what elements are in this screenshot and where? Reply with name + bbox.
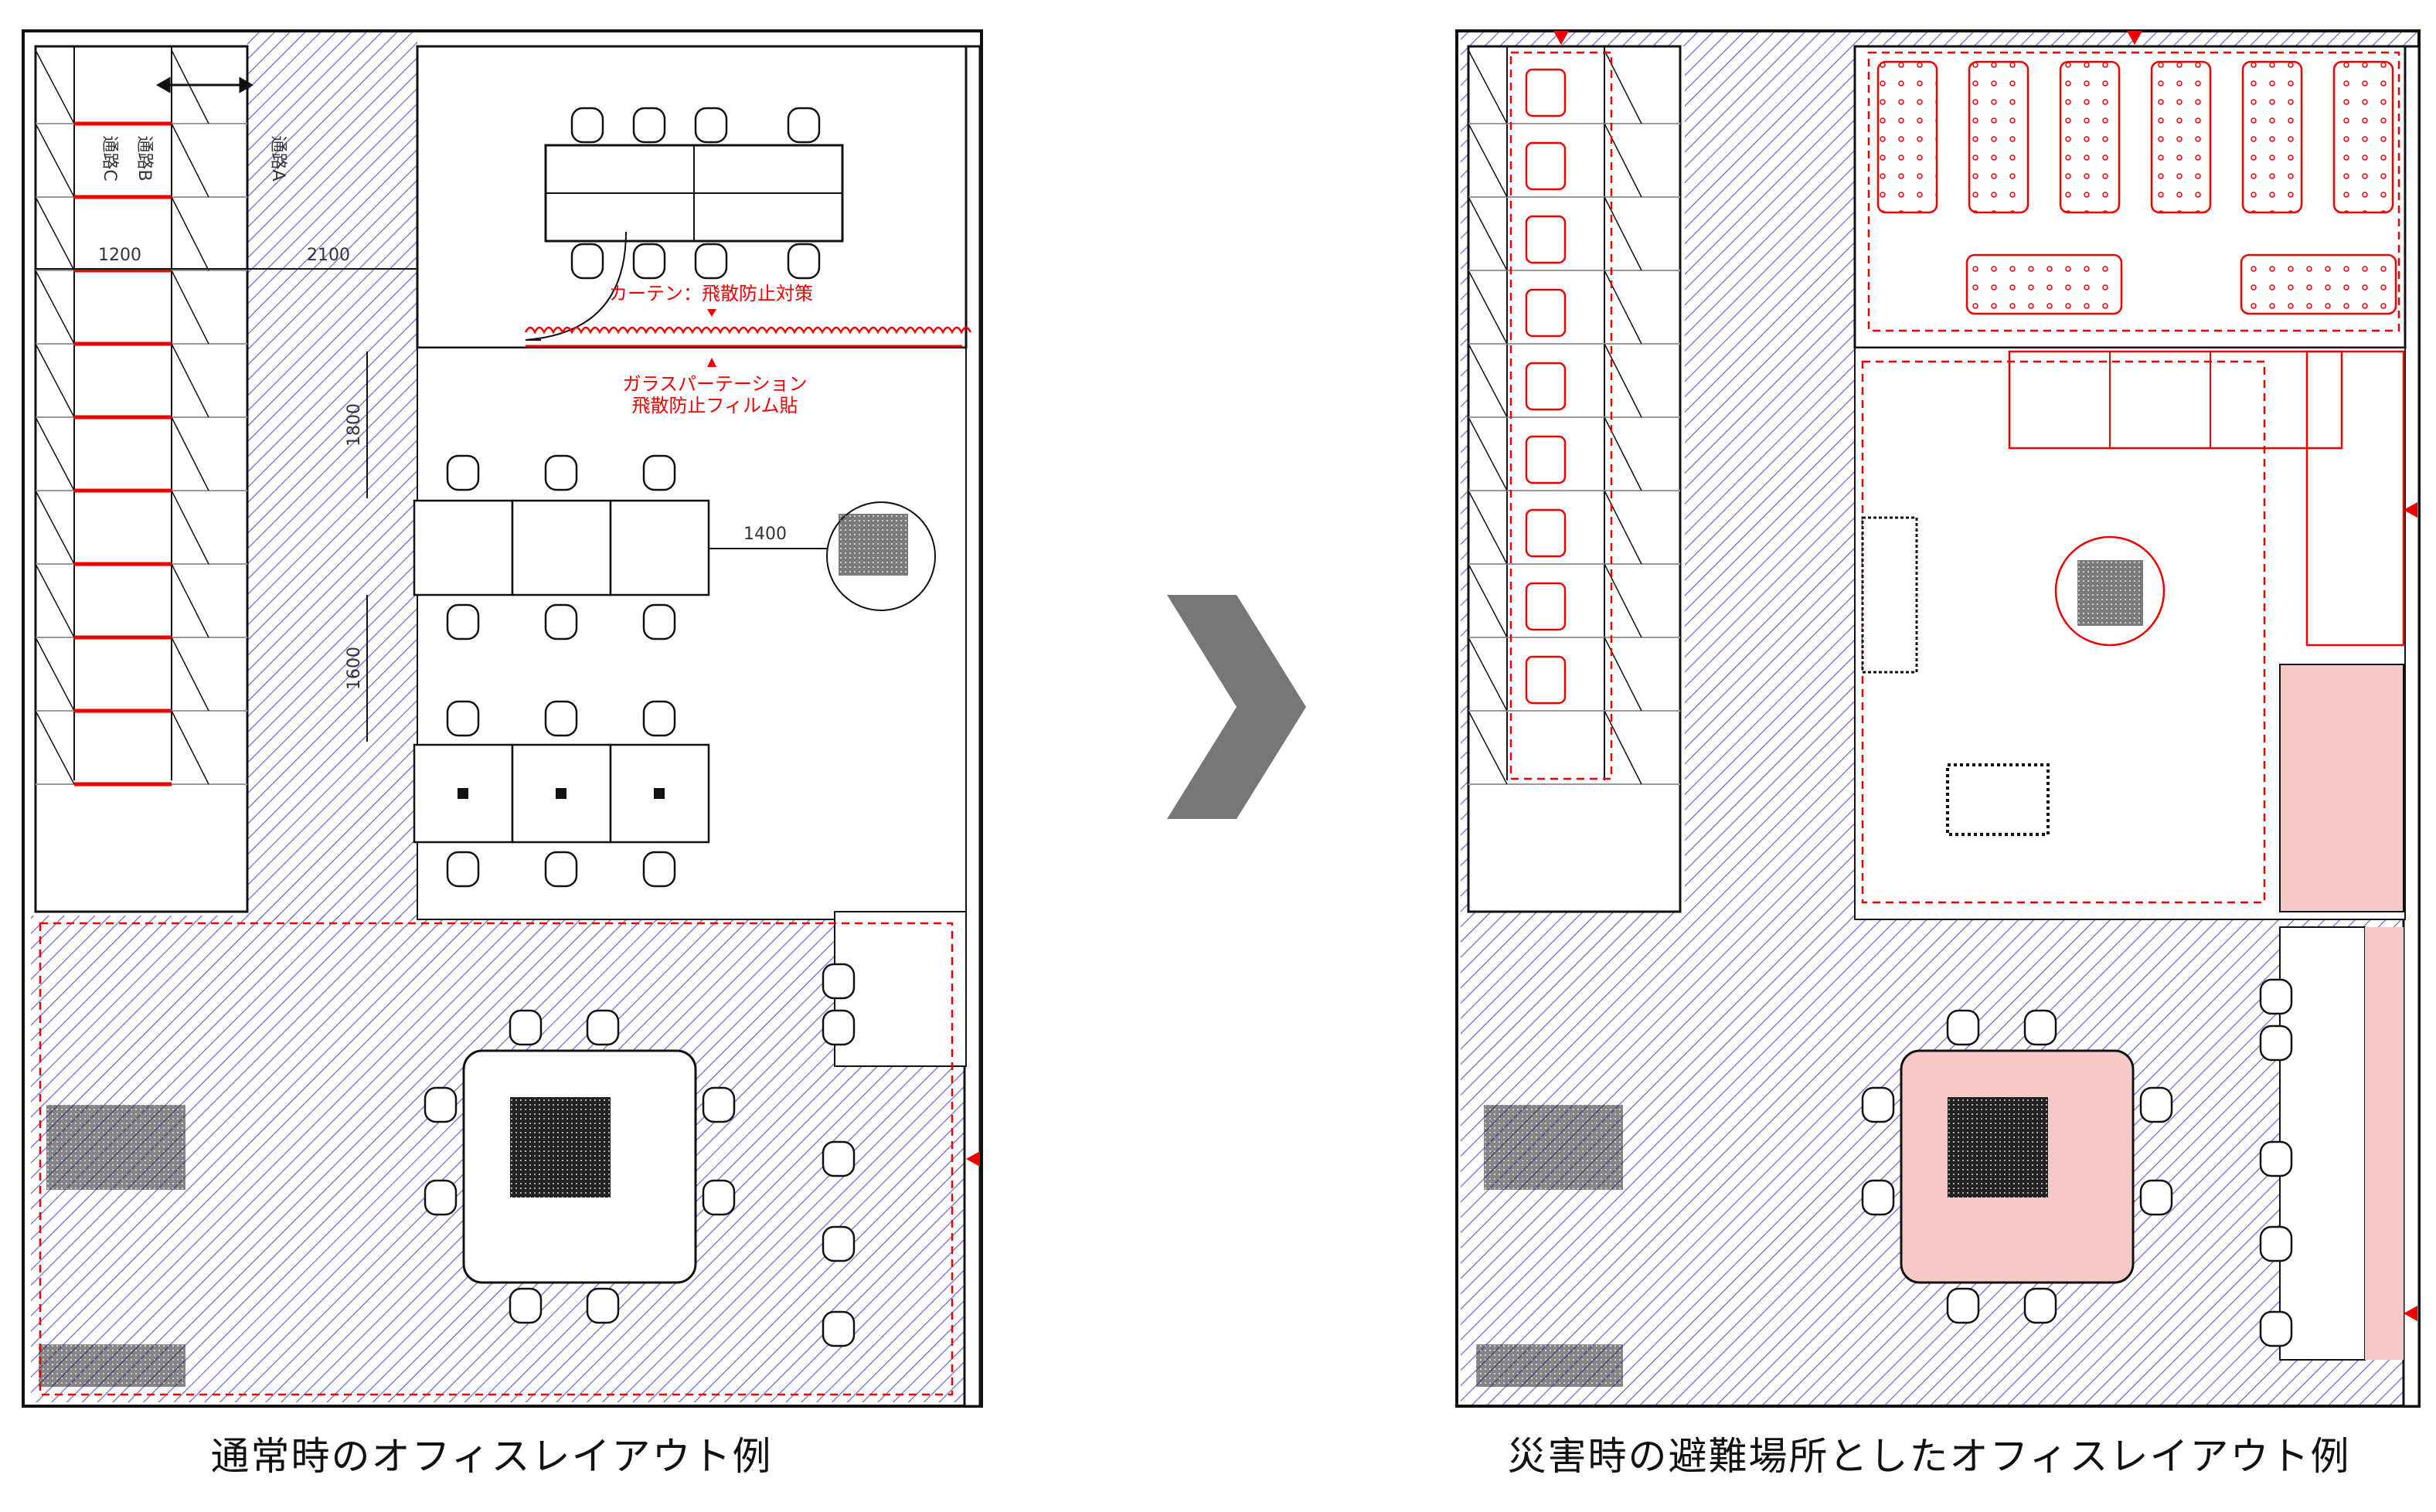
glass-note-1: ガラスパーテーション bbox=[622, 373, 807, 395]
chair bbox=[2023, 1287, 2057, 1324]
chair bbox=[632, 107, 666, 144]
folded-chair bbox=[1525, 508, 1567, 558]
chair bbox=[2259, 1225, 2293, 1262]
folded-chair bbox=[1525, 362, 1567, 411]
folded-chair bbox=[1525, 68, 1567, 117]
desk bbox=[511, 499, 612, 596]
folded-chair bbox=[1525, 655, 1567, 705]
chair bbox=[446, 851, 480, 888]
double-arrow-icon bbox=[155, 76, 254, 93]
dim-1800: 1800 bbox=[345, 403, 364, 447]
chair bbox=[544, 454, 578, 491]
chair bbox=[2139, 1179, 2173, 1216]
door bbox=[525, 231, 627, 341]
chair bbox=[642, 851, 676, 888]
shelving-column bbox=[1467, 45, 1682, 913]
chair bbox=[2259, 1024, 2293, 1062]
chair bbox=[787, 107, 821, 144]
mattress bbox=[2332, 60, 2394, 214]
chair bbox=[544, 700, 578, 737]
normal-office-layout-plan: カーテン：飛散防止対策 ガラスパーテーション 飛散防止フィルム貼 1400 12… bbox=[22, 29, 983, 1408]
normal-layout-caption: 通常時のオフィスレイアウト例 bbox=[210, 1434, 773, 1479]
shelf-frame bbox=[34, 45, 249, 913]
folded-chair bbox=[1525, 582, 1567, 631]
chair bbox=[822, 1140, 856, 1177]
chair bbox=[694, 107, 728, 144]
chair bbox=[2139, 1086, 2173, 1123]
mattress bbox=[1965, 253, 2123, 315]
mattress bbox=[2241, 60, 2303, 214]
chair bbox=[544, 603, 578, 640]
chair bbox=[702, 1179, 736, 1216]
chair bbox=[2259, 1310, 2293, 1347]
chair bbox=[694, 243, 728, 280]
chair bbox=[642, 603, 676, 640]
chair bbox=[2023, 1009, 2057, 1046]
chair bbox=[642, 454, 676, 491]
glass-note-2: 飛散防止フィルム貼 bbox=[631, 395, 798, 416]
chair bbox=[446, 454, 480, 491]
aisle-c: 通路C bbox=[100, 135, 119, 181]
chair bbox=[632, 243, 666, 280]
chair bbox=[822, 1009, 856, 1046]
chair bbox=[822, 963, 856, 1000]
mattress bbox=[1968, 60, 2029, 214]
chair bbox=[2259, 978, 2293, 1015]
dim-1400: 1400 bbox=[743, 525, 787, 544]
chair bbox=[702, 1086, 736, 1123]
chair bbox=[509, 1287, 543, 1324]
disaster-shelter-layout-plan bbox=[1455, 29, 2421, 1408]
desk bbox=[413, 499, 514, 596]
dim-1600: 1600 bbox=[345, 647, 364, 690]
mattress bbox=[2150, 60, 2212, 214]
folded-chair bbox=[1525, 215, 1567, 264]
chevron-right-icon bbox=[1167, 595, 1306, 819]
disaster-layout-caption: 災害時の避難場所としたオフィスレイアウト例 bbox=[1507, 1434, 2351, 1479]
corridor-hatch bbox=[247, 31, 417, 919]
chair bbox=[1946, 1009, 1980, 1046]
chair bbox=[1946, 1287, 1980, 1324]
shelf-frame bbox=[1467, 45, 1682, 913]
desk-island bbox=[413, 499, 710, 844]
chair bbox=[446, 603, 480, 640]
folded-chair bbox=[1525, 288, 1567, 338]
chair bbox=[642, 700, 676, 737]
shelving-column bbox=[34, 45, 249, 913]
dim-2100: 2100 bbox=[307, 246, 350, 265]
chair bbox=[586, 1287, 620, 1324]
chair bbox=[822, 1310, 856, 1347]
aisle-a: 通路A bbox=[268, 135, 287, 181]
chair bbox=[586, 1009, 620, 1046]
chair bbox=[446, 700, 480, 737]
curtain-note: カーテン：飛散防止対策 bbox=[609, 283, 813, 304]
outer-wall bbox=[22, 29, 983, 1408]
chair bbox=[1861, 1179, 1895, 1216]
chair bbox=[570, 243, 604, 280]
supply-cabinets bbox=[2008, 350, 2343, 450]
mattress bbox=[2240, 253, 2397, 315]
desk bbox=[609, 499, 710, 596]
chair bbox=[544, 851, 578, 888]
chair bbox=[509, 1009, 543, 1046]
chair bbox=[1861, 1086, 1895, 1123]
chair bbox=[2259, 1140, 2293, 1177]
folded-chair bbox=[1525, 141, 1567, 191]
chair bbox=[424, 1086, 458, 1123]
evacuation-zone bbox=[39, 922, 954, 1396]
chair bbox=[570, 107, 604, 144]
chair bbox=[424, 1179, 458, 1216]
mattresses bbox=[1876, 60, 2397, 315]
folded-chair bbox=[1525, 435, 1567, 484]
aisle-b: 通路B bbox=[134, 135, 154, 181]
curtain bbox=[524, 326, 972, 335]
dim-1200: 1200 bbox=[98, 246, 141, 265]
mattress bbox=[2059, 60, 2121, 214]
mattress bbox=[1876, 60, 1938, 214]
chair bbox=[822, 1225, 856, 1262]
chair bbox=[787, 243, 821, 280]
